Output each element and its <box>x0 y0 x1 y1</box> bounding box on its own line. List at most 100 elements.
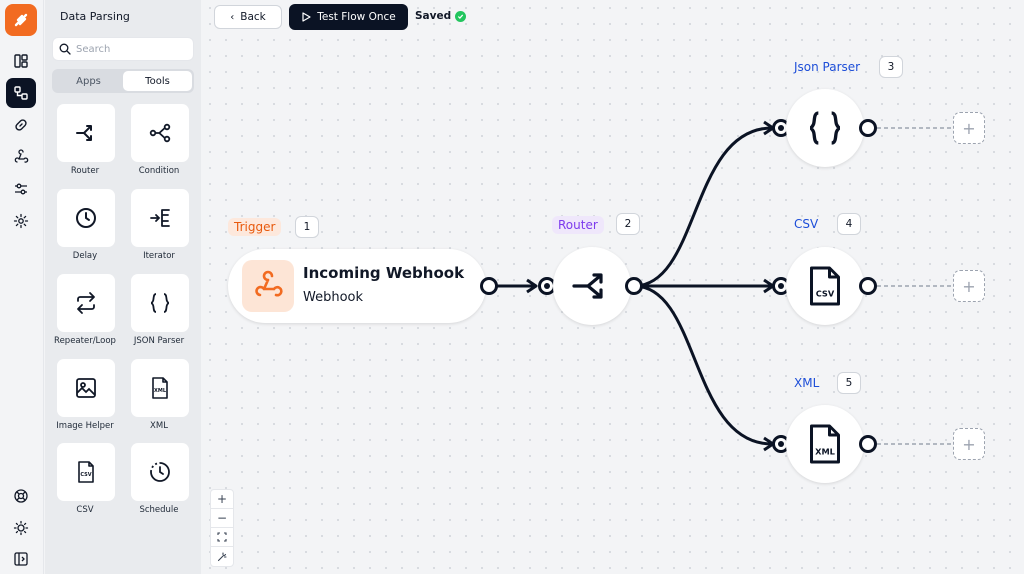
tool-delay[interactable] <box>57 189 115 247</box>
webhook-icon <box>255 270 283 297</box>
back-button[interactable]: ‹ Back <box>214 5 282 29</box>
play-icon <box>302 12 311 22</box>
add-step-button[interactable]: + <box>953 428 985 460</box>
settings-icon[interactable] <box>6 206 36 236</box>
dashboard-icon[interactable] <box>6 46 36 76</box>
fit-view-icon <box>217 532 227 542</box>
test-flow-button[interactable]: Test Flow Once <box>289 4 408 30</box>
tool-label: Iterator <box>143 251 175 261</box>
tool-router[interactable] <box>57 104 115 162</box>
tool-label: CSV <box>76 505 94 515</box>
json-parser-node[interactable] <box>786 89 864 167</box>
step-number-badge: 4 <box>837 213 861 235</box>
tool-label: Image Helper <box>56 421 114 431</box>
webhook-icon-tile <box>242 260 294 312</box>
zoom-controls: + − <box>210 489 234 567</box>
router-icon <box>76 125 92 141</box>
router-icon <box>572 273 603 299</box>
csv-node[interactable]: CSV <box>786 247 864 325</box>
tab-apps[interactable]: Apps <box>76 75 101 87</box>
braces-icon <box>150 293 170 313</box>
back-label: Back <box>240 11 266 23</box>
tab-tools[interactable]: Tools <box>123 71 192 91</box>
repeat-icon <box>77 292 95 314</box>
router-output-port[interactable] <box>625 277 643 295</box>
csv-file-icon: CSV <box>78 461 94 483</box>
trigger-output-port[interactable] <box>480 277 498 295</box>
auto-layout-button[interactable] <box>211 547 233 566</box>
tool-csv[interactable]: CSV <box>57 443 115 501</box>
link-icon[interactable] <box>6 110 36 140</box>
image-icon <box>76 378 96 398</box>
xml-tag: XML <box>794 376 820 390</box>
help-icon[interactable] <box>6 481 36 511</box>
clock-icon <box>76 208 96 228</box>
add-step-button[interactable]: + <box>953 112 985 144</box>
json-parser-tag: Json Parser <box>794 60 861 74</box>
tool-label: Router <box>70 166 100 176</box>
add-step-button[interactable]: + <box>953 270 985 302</box>
tool-label: XML <box>150 421 168 431</box>
search-box[interactable] <box>52 37 194 61</box>
tool-image-helper[interactable] <box>57 359 115 417</box>
plus-icon: + <box>962 276 976 296</box>
tool-json-parser[interactable] <box>131 274 189 332</box>
chevron-left-icon: ‹ <box>230 11 235 23</box>
tool-label: Schedule <box>139 505 179 515</box>
step-number-badge: 3 <box>879 56 903 78</box>
panel-tabs: Apps Tools <box>52 69 194 93</box>
router-node[interactable] <box>553 247 631 325</box>
step-number-badge: 1 <box>295 216 319 238</box>
left-rail <box>0 0 44 574</box>
trigger-node-card[interactable]: Incoming Webhook Webhook <box>228 249 486 323</box>
trigger-subtitle: Webhook <box>303 290 364 305</box>
json-parser-output-port[interactable] <box>859 119 877 137</box>
svg-text:CSV: CSV <box>80 472 91 478</box>
test-flow-label: Test Flow Once <box>317 11 396 23</box>
sliders-icon[interactable] <box>6 174 36 204</box>
theme-toggle-icon[interactable] <box>6 513 36 543</box>
tool-label: JSON Parser <box>133 336 185 346</box>
fit-view-button[interactable] <box>211 528 233 547</box>
iterator-icon <box>150 209 170 227</box>
tool-label: Delay <box>72 251 98 261</box>
save-status-label: Saved <box>415 10 452 22</box>
step-number-badge: 2 <box>616 213 640 235</box>
tool-xml[interactable]: XML <box>131 359 189 417</box>
plus-icon: + <box>962 434 976 454</box>
xml-output-port[interactable] <box>859 435 877 453</box>
zoom-out-button[interactable]: − <box>211 509 233 528</box>
search-input[interactable] <box>76 43 186 55</box>
tool-repeater[interactable] <box>57 274 115 332</box>
tool-condition[interactable] <box>131 104 189 162</box>
xml-icon-text: XML <box>815 447 836 457</box>
csv-file-icon: CSV <box>810 266 840 306</box>
collapse-sidebar-icon[interactable] <box>6 544 36 574</box>
xml-node[interactable]: XML <box>786 405 864 483</box>
xml-file-icon: XML <box>810 424 840 464</box>
tool-schedule[interactable] <box>131 443 189 501</box>
check-circle-icon <box>455 10 467 22</box>
magic-wand-icon <box>217 551 227 561</box>
trigger-tag: Trigger <box>228 218 282 236</box>
logo-icon <box>14 13 28 27</box>
webhook-icon[interactable] <box>6 142 36 172</box>
schedule-icon <box>150 462 170 482</box>
svg-text:XML: XML <box>154 388 167 394</box>
flows-icon[interactable] <box>6 78 36 108</box>
condition-icon <box>149 123 171 143</box>
trigger-title: Incoming Webhook <box>303 264 465 282</box>
app-logo[interactable] <box>5 4 37 36</box>
router-tag: Router <box>552 216 604 234</box>
tool-iterator[interactable] <box>131 189 189 247</box>
panel-title: Data Parsing <box>60 10 130 23</box>
plus-icon: + <box>962 118 976 138</box>
zoom-in-button[interactable]: + <box>211 490 233 509</box>
step-number-badge: 5 <box>837 372 861 394</box>
xml-file-icon: XML <box>152 377 168 399</box>
csv-tag: CSV <box>794 217 819 231</box>
braces-icon <box>809 111 841 145</box>
csv-output-port[interactable] <box>859 277 877 295</box>
csv-icon-text: CSV <box>816 289 835 299</box>
